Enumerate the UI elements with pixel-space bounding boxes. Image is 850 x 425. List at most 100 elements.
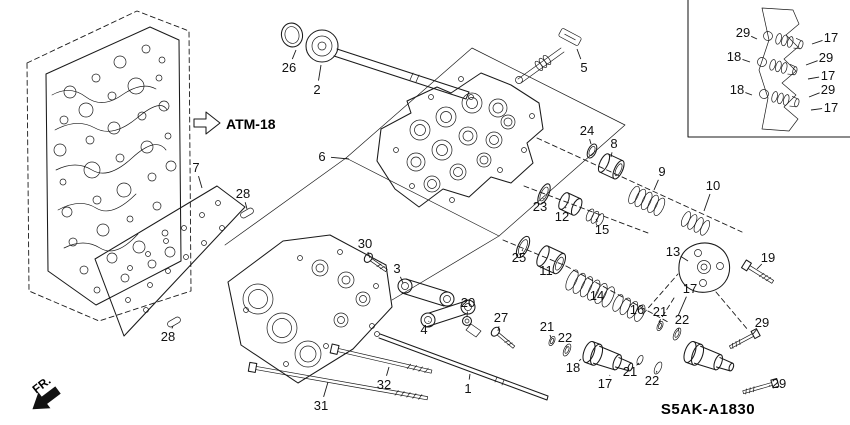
callout-number: 22 [558, 330, 572, 345]
callout-number: 17 [821, 68, 835, 83]
atm-reference-arrow [193, 111, 221, 135]
check-valve-set-3 [759, 89, 800, 108]
callout-number: 9 [658, 164, 665, 179]
callout-number: 21 [653, 304, 667, 319]
dowel-pin-top [240, 207, 254, 219]
callout-6: 6 [318, 149, 350, 164]
callout-number: 18 [730, 82, 744, 97]
callout-29: 29 [808, 82, 835, 98]
callout-22: 22 [558, 330, 572, 349]
callout-3: 3 [393, 261, 404, 284]
callout-4: 4 [420, 320, 430, 337]
separator-plate [94, 185, 246, 337]
callout-number: 30 [358, 236, 372, 251]
callout-number: 16 [630, 302, 644, 317]
callout-13: 13 [666, 244, 689, 262]
callout-17: 17 [598, 374, 612, 391]
callout-number: 31 [314, 398, 328, 413]
callout-8: 8 [610, 136, 618, 158]
callout-16: 16 [629, 302, 644, 317]
dowel-pin-bottom [167, 316, 181, 328]
spring-10 [681, 211, 711, 236]
callout-31: 31 [314, 381, 329, 413]
o-ring-26 [280, 22, 304, 48]
servo-rod-1 [374, 331, 549, 401]
servo-arm-3 [397, 278, 455, 307]
spring-15 [585, 208, 605, 227]
callout-15: 15 [595, 218, 609, 237]
callout-17: 17 [807, 68, 835, 83]
callout-number: 17 [683, 281, 697, 296]
callout-number: 21 [623, 364, 637, 379]
servo-cover-13 [678, 242, 731, 293]
callout-number: 27 [494, 310, 508, 325]
callout-number: 17 [598, 376, 612, 391]
callout-21: 21 [540, 319, 554, 339]
bracket-20 [461, 315, 482, 338]
callout-number: 4 [420, 322, 427, 337]
callout-27: 27 [494, 310, 508, 332]
callout-17: 17 [810, 100, 838, 115]
callout-29: 29 [736, 25, 758, 40]
callout-number: 22 [645, 373, 659, 388]
callout-number: 19 [761, 250, 775, 265]
front-direction-marker [32, 386, 61, 410]
main-valve-body [26, 10, 192, 322]
callout-11: 11 [539, 263, 553, 278]
callout-23: 23 [533, 197, 547, 214]
callout-number: 20 [461, 295, 475, 310]
callout-number: 2 [313, 82, 320, 97]
servo-body-lower [227, 234, 393, 384]
callout-29: 29 [752, 315, 769, 335]
front-arrow-icon [32, 386, 61, 410]
callout-18: 18 [566, 358, 582, 375]
callout-28: 28 [161, 325, 175, 344]
callout-number: 22 [675, 312, 689, 327]
callout-25: 25 [512, 249, 526, 265]
callout-number: 10 [706, 178, 720, 193]
callout-number: 24 [580, 123, 594, 138]
callout-number: 21 [540, 319, 554, 334]
bolt-27 [490, 326, 516, 349]
callout-number: 25 [512, 250, 526, 265]
callout-2: 2 [313, 64, 322, 97]
callout-number: 18 [566, 360, 580, 375]
callout-5: 5 [576, 48, 588, 75]
callout-29: 29 [805, 50, 833, 66]
callout-number: 17 [824, 30, 838, 45]
servo-arm-4 [420, 299, 476, 328]
callout-number: 32 [377, 377, 391, 392]
callout-number: 18 [727, 49, 741, 64]
spring-14 [565, 269, 615, 308]
callout-number: 7 [192, 160, 199, 175]
callout-number: 15 [595, 222, 609, 237]
callout-17: 17 [811, 30, 838, 45]
callout-number: 1 [464, 381, 471, 396]
callout-19: 19 [756, 250, 775, 270]
callout-32: 32 [377, 366, 391, 392]
callout-number: 26 [282, 60, 296, 75]
callout-18: 18 [727, 49, 751, 64]
callout-14: 14 [590, 288, 604, 303]
callout-12: 12 [555, 206, 569, 224]
callout-number: 13 [666, 244, 680, 259]
callout-17: 17 [677, 281, 697, 317]
callout-28: 28 [236, 186, 250, 210]
bolt-29-upper [728, 328, 761, 349]
callout-number: 29 [819, 50, 833, 65]
callout-number: 5 [580, 60, 587, 75]
callout-1: 1 [464, 373, 472, 396]
servo-body-upper [224, 47, 626, 301]
bolt-30 [363, 252, 388, 272]
callout-18: 18 [730, 82, 753, 97]
diagram-code: S5AK-A1830 [661, 401, 755, 418]
bolt-31 [247, 361, 428, 401]
piston-train-middle [523, 183, 649, 234]
callout-number: 17 [824, 100, 838, 115]
callout-number: 29 [821, 82, 835, 97]
piston-train-lower [502, 235, 774, 331]
callout-number: 8 [610, 136, 617, 151]
callout-21: 21 [623, 362, 640, 379]
